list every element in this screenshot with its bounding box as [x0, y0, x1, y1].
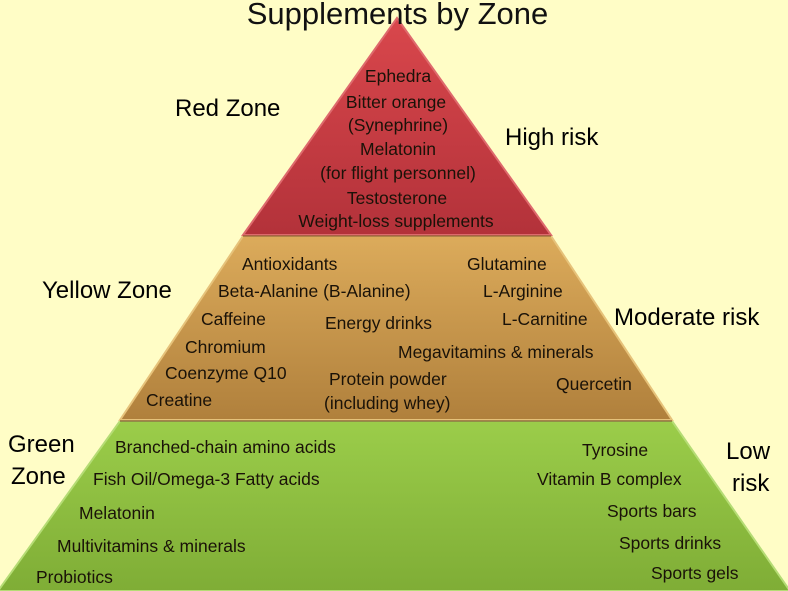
yellow-item-beta-alanine: Beta-Alanine (B-Alanine) — [218, 281, 411, 301]
red-item-synephrine: (Synephrine) — [347, 115, 449, 135]
yellow-item-l-arginine: L-Arginine — [483, 281, 563, 301]
red-item-testosterone: Testosterone — [346, 188, 448, 208]
green-item-tyrosine: Tyrosine — [582, 440, 649, 460]
yellow-item-coenzyme-q10: Coenzyme Q10 — [165, 363, 287, 383]
yellow-item-creatine: Creatine — [146, 390, 213, 410]
red-zone-label: Red Zone — [175, 95, 281, 122]
yellow-item-including-whey: (including whey) — [324, 393, 451, 413]
diagram-title: Supplements by Zone — [246, 0, 549, 31]
yellow-item-glutamine: Glutamine — [467, 254, 547, 274]
yellow-item-protein-powder: Protein powder — [329, 369, 447, 389]
yellow-item-megavitamins: Megavitamins & minerals — [398, 342, 594, 362]
yellow-item-l-carnitine: L-Carnitine — [502, 309, 588, 329]
red-item-ephedra: Ephedra — [364, 66, 432, 86]
red-item-weight-loss: Weight-loss supplements — [298, 211, 494, 231]
green-item-vitamin-b: Vitamin B complex — [537, 469, 682, 489]
green-item-bcaa: Branched-chain amino acids — [115, 437, 336, 457]
red-item-bitter-orange: Bitter orange — [345, 92, 447, 112]
green-item-melatonin: Melatonin — [79, 503, 155, 523]
low-risk-label-line2: risk — [732, 470, 770, 497]
yellow-item-quercetin: Quercetin — [556, 374, 632, 394]
yellow-zone-label: Yellow Zone — [42, 277, 172, 304]
low-risk-label-line1: Low — [726, 438, 771, 465]
moderate-risk-label: Moderate risk — [614, 304, 760, 331]
green-item-probiotics: Probiotics — [36, 567, 113, 587]
red-item-flight-personnel: (for flight personnel) — [320, 163, 476, 183]
yellow-item-chromium: Chromium — [185, 337, 266, 357]
yellow-item-energy-drinks: Energy drinks — [325, 313, 432, 333]
yellow-item-antioxidants: Antioxidants — [242, 254, 338, 274]
high-risk-label: High risk — [505, 124, 599, 151]
green-zone-label-line1: Green — [8, 431, 75, 458]
green-item-sports-drinks: Sports drinks — [619, 533, 722, 553]
yellow-item-caffeine: Caffeine — [201, 309, 266, 329]
green-zone-label-line2: Zone — [11, 463, 66, 490]
green-item-sports-gels: Sports gels — [651, 563, 739, 583]
green-item-multivitamins: Multivitamins & minerals — [57, 536, 246, 556]
green-item-fish-oil: Fish Oil/Omega-3 Fatty acids — [93, 469, 320, 489]
red-item-melatonin: Melatonin — [360, 139, 436, 159]
green-item-sports-bars: Sports bars — [607, 501, 697, 521]
